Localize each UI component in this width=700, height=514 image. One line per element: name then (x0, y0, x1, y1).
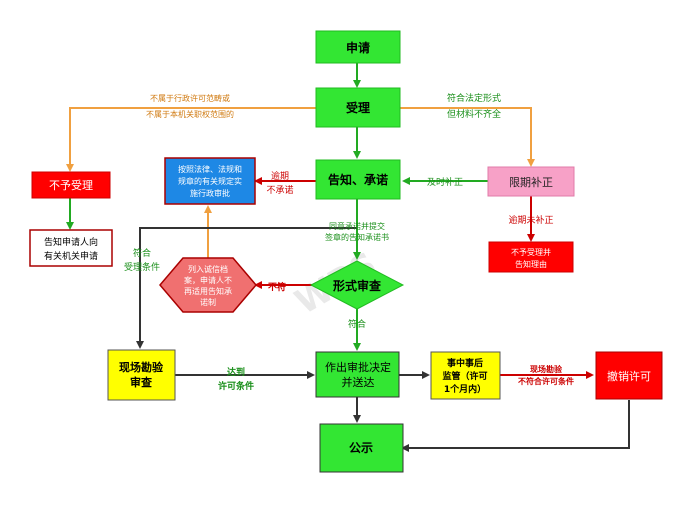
node-decide-line1: 作出审批决定 (325, 360, 391, 374)
node-onsite-line2: 审查 (130, 375, 152, 389)
node-formal-review: 形式审查 (309, 260, 405, 310)
node-onsite: 现场勘验 审查 (107, 349, 176, 401)
node-notify-reject: 告知申请人向 有关机关申请 (29, 229, 113, 267)
node-credit-list: 列入诚信档 案，申请人不 再适用告知承 诺制 (159, 257, 257, 313)
label-not-meet: 不符 (268, 281, 286, 293)
node-credit-line2: 案，申请人不 (184, 275, 232, 285)
node-decide-line2: 并送达 (342, 375, 375, 389)
label-legal-form-2: 但材料不齐全 (447, 108, 501, 120)
label-not-scope-2: 不属于本机关职权范围的 (146, 109, 234, 119)
label-agree-2: 签章的告知承诺书 (325, 232, 389, 242)
node-no-accept: 不予受理并 告知理由 (488, 241, 574, 273)
node-notify-reject-line1: 告知申请人向 (44, 236, 98, 248)
node-notify-label: 告知、承诺 (328, 172, 388, 187)
label-overdue-1: 逾期 (271, 170, 289, 182)
node-publicize-label: 公示 (349, 441, 373, 455)
node-law: 按照法律、法规和 规章的有关规定实 施行政审批 (164, 157, 256, 205)
label-meets: 符合 (348, 318, 366, 330)
node-formal-review-label: 形式审查 (333, 278, 382, 293)
node-law-line3: 施行政审批 (190, 188, 230, 198)
node-apply: 申请 (315, 30, 401, 64)
node-publicize: 公示 (319, 423, 404, 473)
node-revoke-label: 撤销许可 (607, 369, 651, 383)
edge-accept-reject (66, 107, 316, 172)
label-meets-accept-1: 符合 (133, 247, 151, 259)
label-overdue-2: 不承诺 (266, 185, 293, 196)
label-timely-fix: 及时补正 (427, 176, 463, 188)
node-deadline-label: 限期补正 (509, 176, 553, 189)
node-reject: 不予受理 (31, 171, 111, 199)
label-overdue-fix: 逾期未补正 (508, 214, 553, 226)
edge-revoke-publicize (401, 400, 630, 452)
node-supervise: 事中事后 监管（许可 1个月内） (430, 351, 501, 400)
label-not-scope-1: 不属于行政许可范畴或 (150, 93, 230, 103)
node-accept-label: 受理 (346, 100, 370, 115)
node-credit-line3: 再适用告知承 (184, 286, 232, 296)
node-deadline: 限期补正 (487, 166, 575, 197)
node-law-line1: 按照法律、法规和 (178, 164, 242, 174)
edge-review-onsite (136, 227, 357, 349)
node-apply-label: 申请 (346, 40, 370, 55)
node-notify: 告知、承诺 (315, 159, 401, 200)
node-supervise-line3: 1个月内） (444, 383, 486, 395)
node-no-accept-line1: 不予受理并 (511, 247, 551, 257)
label-reach-2: 许可条件 (218, 380, 254, 392)
label-onsite-fail-1: 现场勘验 (530, 364, 563, 374)
node-revoke: 撤销许可 (595, 351, 663, 400)
node-decide: 作出审批决定 并送达 (315, 351, 400, 398)
node-credit-line4: 诺制 (200, 297, 216, 307)
label-legal-form-1: 符合法定形式 (447, 92, 501, 104)
node-no-accept-line2: 告知理由 (515, 259, 547, 269)
node-supervise-line1: 事中事后 (447, 357, 483, 369)
node-supervise-line2: 监管（许可 (442, 370, 487, 382)
node-notify-reject-line2: 有关机关申请 (44, 250, 98, 262)
node-accept: 受理 (315, 87, 401, 128)
node-reject-label: 不予受理 (49, 179, 93, 192)
node-credit-line1: 列入诚信档 (188, 264, 228, 274)
edge-accept-deadline (400, 107, 535, 167)
label-agree-1: 同意承诺并提交 (329, 221, 385, 231)
label-reach-1: 达到 (227, 366, 245, 378)
label-meets-accept-2: 受理条件 (124, 261, 160, 273)
node-law-line2: 规章的有关规定实 (178, 176, 242, 186)
node-onsite-line1: 现场勘验 (119, 360, 164, 374)
label-onsite-fail-2: 不符合许可条件 (518, 376, 574, 386)
